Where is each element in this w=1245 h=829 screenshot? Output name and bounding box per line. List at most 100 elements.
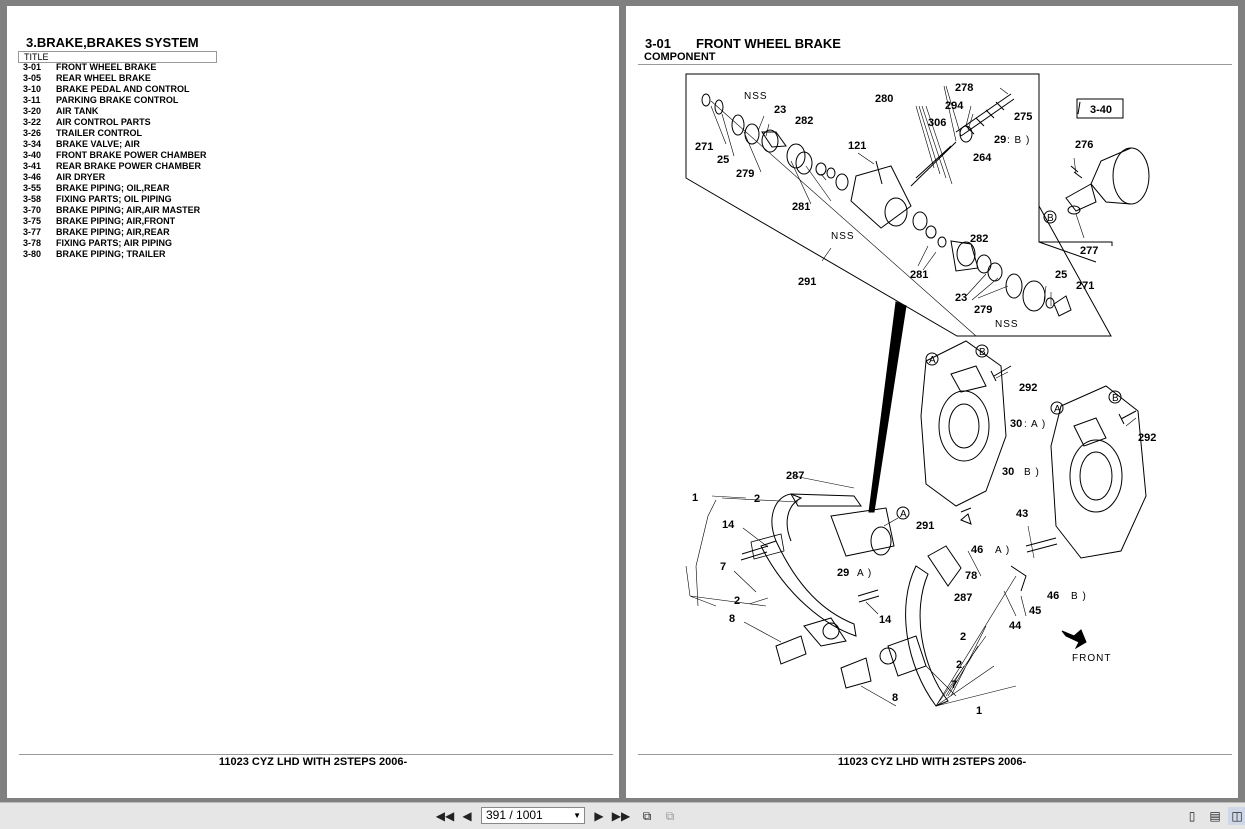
continuous-view-icon[interactable]: ▤ xyxy=(1209,809,1221,823)
toc-item-title: BRAKE PIPING; AIR,FRONT xyxy=(56,216,176,226)
callout-label: 25 xyxy=(1055,269,1067,281)
header-divider xyxy=(638,64,1232,65)
left-footer: 11023 CYZ LHD WITH 2STEPS 2006- xyxy=(218,756,408,768)
toc-item-code: 3-01 xyxy=(23,62,42,72)
callout-label: 2 xyxy=(956,659,962,671)
toc-item-code: 3-80 xyxy=(23,249,42,259)
callout-label: 291 xyxy=(798,276,816,288)
toc-item-code: 3-46 xyxy=(23,172,42,182)
page-subtitle: COMPONENT xyxy=(644,51,716,63)
first-page-icon[interactable]: ◀◀ xyxy=(435,809,455,823)
callout-label: 1 xyxy=(976,705,982,717)
page-number-field[interactable]: 391 / 1001 ▼ xyxy=(481,807,585,824)
callout-label: : B ) xyxy=(1007,135,1030,146)
callout-label: A ) xyxy=(857,568,872,579)
circle-b-1 xyxy=(975,344,989,358)
callout-label: B xyxy=(979,347,987,358)
toc-item-title: AIR TANK xyxy=(56,106,99,116)
callout-label: B xyxy=(1112,393,1120,404)
callout-label: 14 xyxy=(722,519,735,531)
toc-item-title: BRAKE VALVE; AIR xyxy=(56,139,140,149)
callout-label: 276 xyxy=(1075,139,1093,151)
callout-label: 121 xyxy=(848,140,866,152)
callout-label: 278 xyxy=(955,82,973,94)
callout-label: 291 xyxy=(916,520,934,532)
toc-item-code: 3-75 xyxy=(23,216,42,226)
toc-item[interactable]: 3-75 BRAKE PIPING; AIR,FRONT xyxy=(23,216,207,227)
circle-b-3 xyxy=(1043,210,1057,224)
toc-item-title: BRAKE PIPING; OIL,REAR xyxy=(56,183,170,193)
two-page-view-icon[interactable]: ◫ xyxy=(1228,807,1245,825)
toc-item[interactable]: 3-40 FRONT BRAKE POWER CHAMBER xyxy=(23,150,207,161)
toc-item[interactable]: 3-80 BRAKE PIPING; TRAILER xyxy=(23,249,207,260)
toc-item-title: FIXING PARTS; AIR PIPING xyxy=(56,238,173,248)
toc-item-code: 3-26 xyxy=(23,128,42,138)
toc-item-code: 3-05 xyxy=(23,73,42,83)
callout-label: 8 xyxy=(729,613,735,625)
callout-label: 46 xyxy=(971,544,983,556)
callout-label: 271 xyxy=(695,141,713,153)
callout-label: 29 xyxy=(994,134,1006,146)
callout-label: 30 xyxy=(1010,418,1022,430)
callout-label: NSS xyxy=(831,231,855,242)
inset-frame xyxy=(685,73,1112,337)
callout-label: A ) xyxy=(995,545,1010,556)
callout-label: A xyxy=(900,509,908,520)
callout-label: 292 xyxy=(1019,382,1037,394)
toc-item[interactable]: 3-55 BRAKE PIPING; OIL,REAR xyxy=(23,183,207,194)
footer-divider xyxy=(638,754,1232,755)
callout-label: B ) xyxy=(1071,591,1087,602)
callout-label: 294 xyxy=(945,100,964,112)
callout-label: 29 xyxy=(837,567,849,579)
callout-label: 275 xyxy=(1014,111,1032,123)
toc-item-title: AIR CONTROL PARTS xyxy=(56,117,151,127)
callout-label: 30 xyxy=(1002,466,1014,478)
toc-item-title: REAR BRAKE POWER CHAMBER xyxy=(56,161,202,171)
chevron-down-icon: ▼ xyxy=(573,811,581,820)
callout-label: : A ) xyxy=(1024,419,1046,430)
connector-sweep xyxy=(868,301,907,513)
callout-label: 7 xyxy=(951,679,957,691)
callout-label: 2 xyxy=(754,493,760,505)
single-page-view-icon[interactable]: ▯ xyxy=(1188,809,1196,823)
toc-item-title: FRONT BRAKE POWER CHAMBER xyxy=(56,150,207,160)
ref-box-label: 3-40 xyxy=(1090,104,1112,116)
callout-label: 279 xyxy=(974,304,992,316)
toc-item-code: 3-55 xyxy=(23,183,42,193)
last-page-icon[interactable]: ▶▶ xyxy=(611,809,631,823)
callout-label: 2 xyxy=(960,631,966,643)
callout-label: 279 xyxy=(736,168,754,180)
toc-item-title: BRAKE PIPING; TRAILER xyxy=(56,249,166,259)
callout-label: NSS xyxy=(744,91,768,102)
callout-label: A xyxy=(1054,404,1062,415)
toc-item-code: 3-40 xyxy=(23,150,42,160)
callout-label: A xyxy=(929,355,937,366)
toc-item-code: 3-58 xyxy=(23,194,42,204)
callout-label: B ) xyxy=(1024,467,1040,478)
toc-item-title: BRAKE PEDAL AND CONTROL xyxy=(56,84,190,94)
circle-a-1 xyxy=(925,352,939,366)
exploded-parts-diagram: 3-40 NSS NSS NSS FRONT 278 280 294 306 2… xyxy=(685,73,1156,717)
next-page-icon[interactable]: ▶ xyxy=(594,809,604,823)
callout-label: 25 xyxy=(717,154,729,166)
fit-page-icon[interactable]: ⧉ xyxy=(642,808,652,823)
fit-width-icon[interactable]: ⧉ xyxy=(665,808,675,823)
prev-page-icon[interactable]: ◀ xyxy=(462,809,472,823)
front-arrow xyxy=(1061,629,1087,650)
